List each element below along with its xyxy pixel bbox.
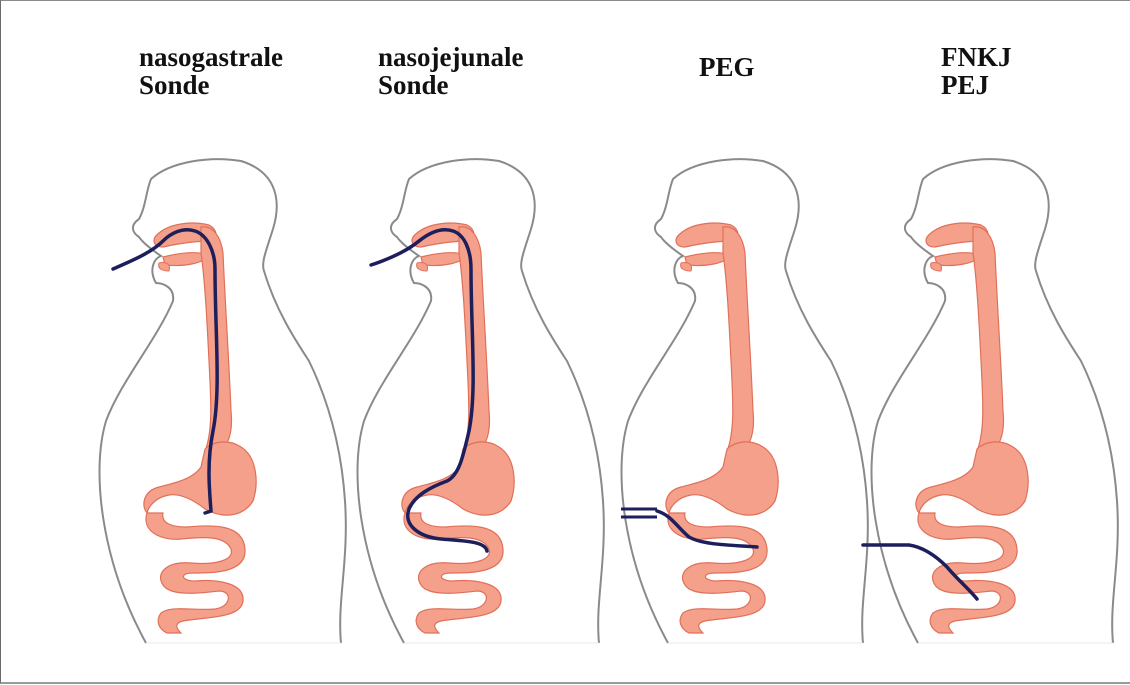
panel-nasojejunal — [357, 159, 603, 643]
panel-peg — [621, 159, 867, 643]
panel-fnkj-pej — [871, 159, 1117, 643]
panel-nasogastric — [99, 159, 345, 643]
